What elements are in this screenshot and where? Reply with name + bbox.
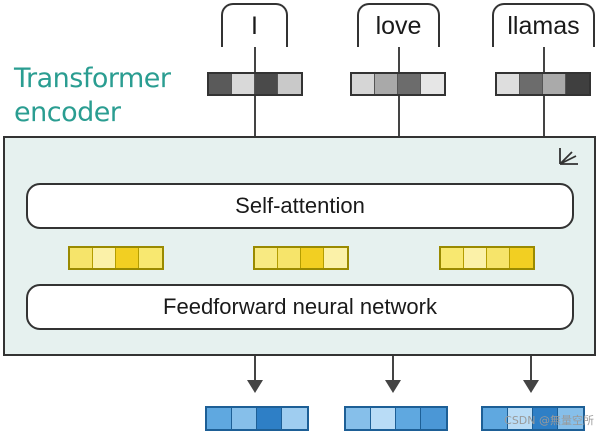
vector-cell	[232, 408, 257, 429]
vector-cell	[346, 408, 371, 429]
vector-cell	[533, 408, 558, 429]
embedding-vector-love	[350, 72, 446, 96]
vector-cell	[566, 74, 589, 94]
vector-cell	[93, 248, 116, 268]
embedding-vector-i	[207, 72, 303, 96]
output-arrow-shaft-1	[254, 356, 256, 380]
title-line-2: encoder	[14, 97, 121, 128]
feedforward-layer: Feedforward neural network	[26, 284, 574, 330]
vector-cell	[510, 248, 533, 268]
vector-cell	[207, 408, 232, 429]
output-arrowhead-3	[523, 380, 539, 393]
token-label: I	[251, 11, 258, 40]
attention-vector-3	[439, 246, 535, 270]
title-line-1: Transformer	[14, 63, 171, 94]
vector-cell	[232, 74, 255, 94]
vector-cell	[278, 74, 301, 94]
output-arrow-shaft-2	[392, 356, 394, 380]
vector-cell	[396, 408, 421, 429]
vector-cell	[398, 74, 421, 94]
vector-cell	[70, 248, 93, 268]
output-vector-3	[481, 406, 585, 431]
vector-cell	[487, 248, 510, 268]
vector-cell	[282, 408, 307, 429]
vector-cell	[352, 74, 375, 94]
vector-cell	[508, 408, 533, 429]
feedforward-label: Feedforward neural network	[163, 294, 437, 319]
output-vector-1	[205, 406, 309, 431]
token-box-love: love	[357, 3, 440, 47]
vector-cell	[543, 74, 566, 94]
attention-vector-2	[253, 246, 349, 270]
token-label: love	[375, 11, 422, 40]
watermark-text: CSDN @無量空所	[504, 414, 594, 427]
expand-arrows-icon	[559, 148, 578, 165]
vector-cell	[209, 74, 232, 94]
output-vector-2	[344, 406, 448, 431]
vector-cell	[520, 74, 543, 94]
output-arrowhead-2	[385, 380, 401, 393]
output-arrow-shaft-3	[530, 356, 532, 380]
diagram-title: Transformer encoder	[14, 62, 171, 130]
token-label: llamas	[507, 11, 580, 40]
vector-cell	[375, 74, 398, 94]
vector-cell	[324, 248, 347, 268]
vector-cell	[301, 248, 324, 268]
vector-cell	[255, 248, 278, 268]
vector-cell	[255, 74, 278, 94]
vector-cell	[558, 408, 583, 429]
token-box-i: I	[221, 3, 288, 47]
attention-vector-1	[68, 246, 164, 270]
vector-cell	[116, 248, 139, 268]
vector-cell	[421, 74, 444, 94]
token-box-llamas: llamas	[492, 3, 595, 47]
output-arrowhead-1	[247, 380, 263, 393]
vector-cell	[257, 408, 282, 429]
vector-cell	[421, 408, 446, 429]
vector-cell	[278, 248, 301, 268]
vector-cell	[497, 74, 520, 94]
self-attention-layer: Self-attention	[26, 183, 574, 229]
vector-cell	[371, 408, 396, 429]
vector-cell	[441, 248, 464, 268]
vector-cell	[483, 408, 508, 429]
embedding-vector-llamas	[495, 72, 591, 96]
vector-cell	[139, 248, 162, 268]
self-attention-label: Self-attention	[235, 193, 365, 218]
vector-cell	[464, 248, 487, 268]
